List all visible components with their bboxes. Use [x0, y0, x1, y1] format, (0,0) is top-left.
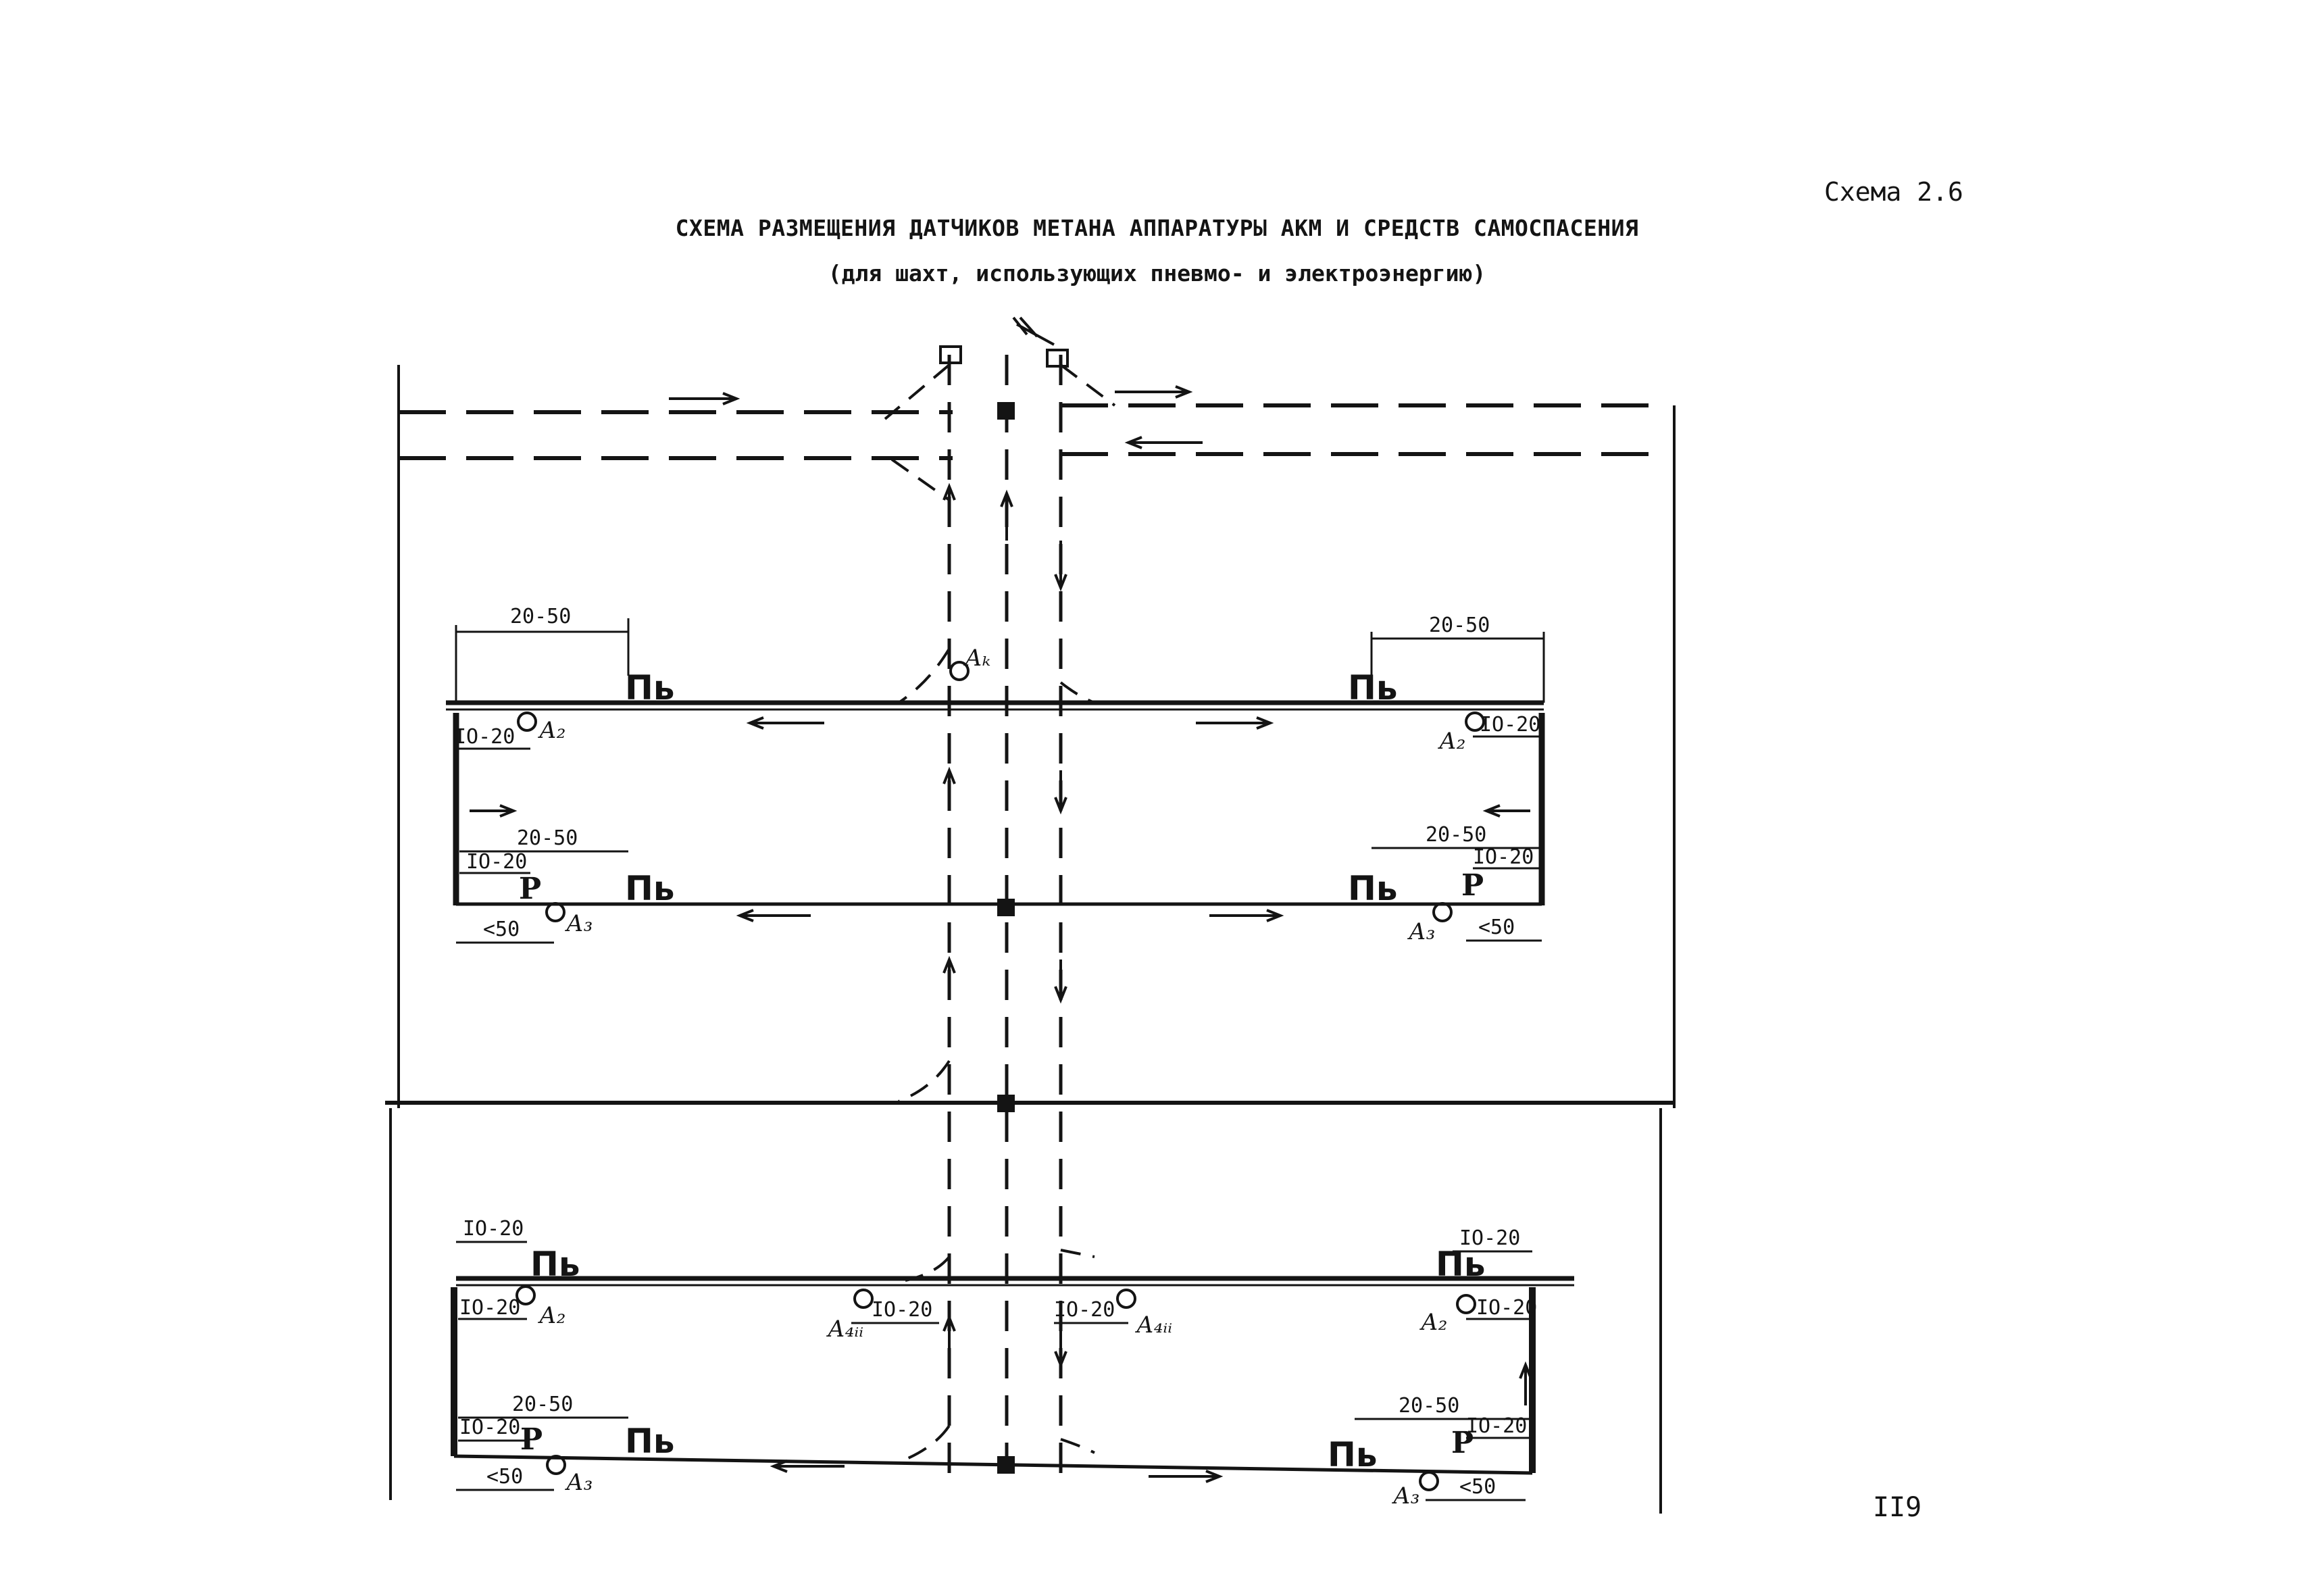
dim-label: <50: [483, 918, 520, 941]
sensor-label-a4: А₄ᵢᵢ: [826, 1316, 863, 1343]
dim-label: 20-50: [1426, 823, 1486, 847]
shaft-head-right: [1046, 349, 1069, 368]
rescuer-station-l1-right: Пь: [1348, 668, 1397, 707]
sensor-circles: [515, 661, 1485, 1491]
sensor-label-a2: А₂: [1419, 1309, 1447, 1336]
dim-label: IO-20: [459, 1416, 520, 1439]
sensor-label-a3: А₃: [1407, 918, 1435, 945]
level-1: [446, 700, 1545, 906]
dim-label: <50: [1478, 916, 1515, 939]
pressure-marker-l1-right: P: [1461, 868, 1484, 903]
dim-label: IO-20: [454, 725, 515, 749]
dim-label: IO-20: [466, 850, 527, 874]
rescuer-station-l1b-left: Пь: [625, 869, 674, 908]
rescuer-station-l2b-left: Пь: [625, 1422, 674, 1461]
dimension-lines: [455, 618, 1545, 1501]
dim-label: IO-20: [1054, 1298, 1115, 1322]
dim-label: 20-50: [1429, 614, 1490, 637]
dim-label: IO-20: [1473, 845, 1534, 869]
sensor-label-a2: А₂: [538, 1302, 565, 1329]
dim-label: 20-50: [517, 826, 578, 850]
dim-label: IO-20: [1466, 1414, 1527, 1438]
pressure-marker-l2-right: P: [1451, 1426, 1474, 1460]
sensor-label-a3: А₃: [565, 1469, 593, 1496]
top-drift: [399, 403, 1669, 460]
dim-label: IO-20: [459, 1296, 520, 1320]
fan-icon: [1012, 316, 1055, 346]
dim-label: IO-20: [463, 1217, 524, 1241]
sensor-label-a2: А₂: [1438, 728, 1465, 755]
sensor-label-a4: А₄ᵢᵢ: [1135, 1312, 1172, 1339]
sensor-label-a3: А₃: [565, 910, 593, 937]
diagram-subtitle: (для шахт, использующих пневмо- и электр…: [828, 260, 1486, 286]
rescuer-station-l1b-right: Пь: [1348, 869, 1397, 908]
pressure-marker-l2-left: P: [520, 1422, 543, 1457]
dim-label: IO-20: [1476, 1296, 1537, 1320]
page-number: II9: [1873, 1492, 1922, 1523]
diagram-title: СХЕМА РАЗМЕЩЕНИЯ ДАТЧИКОВ МЕТАНА АППАРАТ…: [675, 215, 1639, 241]
dim-label: IO-20: [872, 1298, 932, 1322]
sensor-label-a3: А₃: [1392, 1482, 1419, 1510]
rescuer-station-l2-right: Пь: [1436, 1245, 1485, 1284]
shaft-head-left: [939, 345, 962, 364]
dim-label: <50: [486, 1465, 523, 1489]
sensor-label-a2: А₂: [538, 717, 565, 744]
rescuer-station-l1-left: Пь: [625, 668, 674, 707]
flow-arrows: [470, 385, 1532, 1483]
dim-label: <50: [1459, 1475, 1496, 1499]
rescuer-station-l2b-right: Пь: [1328, 1435, 1377, 1474]
dim-label: 20-50: [512, 1393, 573, 1416]
rescuer-station-l2-left: Пь: [530, 1245, 580, 1284]
dim-label: 20-50: [510, 605, 571, 628]
pressure-marker-l1-left: P: [519, 872, 541, 906]
dim-label: 20-50: [1399, 1394, 1459, 1418]
shafts: [947, 355, 1063, 1487]
level-2: [451, 1276, 1574, 1475]
frame-lines: [389, 365, 1676, 1514]
dim-label: IO-20: [1480, 713, 1540, 737]
sensor-label-ak: Аₖ: [963, 645, 990, 672]
schema-label: Схема 2.6: [1824, 177, 1963, 207]
dim-label: IO-20: [1459, 1226, 1520, 1250]
